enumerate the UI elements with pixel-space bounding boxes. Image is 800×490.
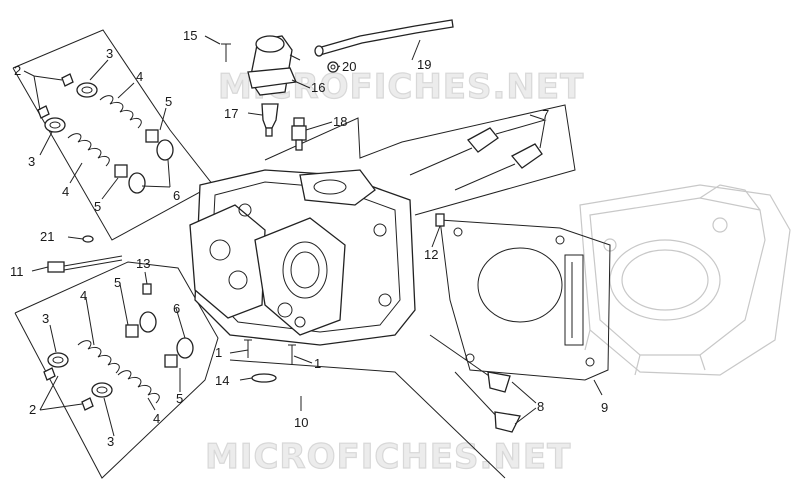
callout-3-upper-bottom: 3: [28, 154, 35, 169]
callout-9: 9: [601, 400, 608, 415]
callout-13: 13: [136, 256, 150, 271]
callout-8: 8: [537, 399, 544, 414]
callout-1-left: 1: [215, 345, 222, 360]
dowel-pin-12: [435, 213, 445, 227]
callout-5-lower-bottom: 5: [176, 391, 183, 406]
intake-valves: [409, 127, 543, 191]
spark-plug: [291, 117, 307, 151]
callout-5-upper-top: 5: [165, 94, 172, 109]
exhaust-valves: [429, 334, 521, 433]
callout-21: 21: [40, 229, 54, 244]
upper-valve-group-outline: [12, 29, 214, 241]
lower-valve-parts: [43, 311, 194, 411]
dowel-pin-13: [142, 283, 152, 295]
coolant-hose: [314, 19, 454, 57]
callout-labels: 1 1 2 2 3 3 3 3 4 4 4 4 5 5 5 5 6 6 7 8 …: [10, 28, 608, 449]
cylinder-head: [189, 169, 416, 346]
lower-valve-group-outline: [14, 261, 219, 479]
callout-2-lower: 2: [29, 402, 36, 417]
leader-lines: [23, 35, 603, 437]
callout-5-lower-top: 5: [114, 275, 121, 290]
callout-3-upper-top: 3: [106, 46, 113, 61]
callout-1-right: 1: [314, 356, 321, 371]
callout-11: 11: [10, 264, 24, 279]
cylinder-ghost: [579, 184, 791, 376]
callout-4-upper-top: 4: [136, 69, 143, 84]
callout-20: 20: [342, 59, 356, 74]
thermostat: [261, 103, 279, 137]
hose-clip: [327, 61, 339, 73]
head-assembly-outline: [229, 359, 506, 479]
callout-18: 18: [333, 114, 347, 129]
callout-17: 17: [224, 106, 238, 121]
callout-19: 19: [417, 57, 431, 72]
watermark-bottom: MICROFICHES.NET: [205, 437, 571, 477]
thermostat-housing: [247, 35, 301, 96]
bolt-washer: [82, 235, 94, 243]
upper-valve-parts: [37, 73, 174, 194]
callout-6-upper: 6: [173, 188, 180, 203]
head-gasket: [439, 219, 611, 381]
callout-3-lower-top: 3: [42, 311, 49, 326]
callout-2-upper: 2: [14, 63, 21, 78]
callout-16: 16: [311, 80, 325, 95]
housing-bolt: [221, 43, 231, 62]
callout-7: 7: [542, 107, 549, 122]
callout-4-lower-bottom: 4: [153, 411, 160, 426]
callout-3-lower-bottom: 3: [107, 434, 114, 449]
callout-10: 10: [294, 415, 308, 430]
callout-6-lower: 6: [173, 301, 180, 316]
thermostat-group-outline: [264, 104, 576, 216]
callout-14: 14: [215, 373, 229, 388]
head-studs: [244, 339, 296, 365]
callout-4-lower-top: 4: [80, 288, 87, 303]
callout-4-upper-bottom: 4: [62, 184, 69, 199]
o-ring-14: [251, 373, 277, 383]
callout-5-upper-bottom: 5: [94, 199, 101, 214]
callout-15: 15: [183, 28, 197, 43]
callout-12: 12: [424, 247, 438, 262]
